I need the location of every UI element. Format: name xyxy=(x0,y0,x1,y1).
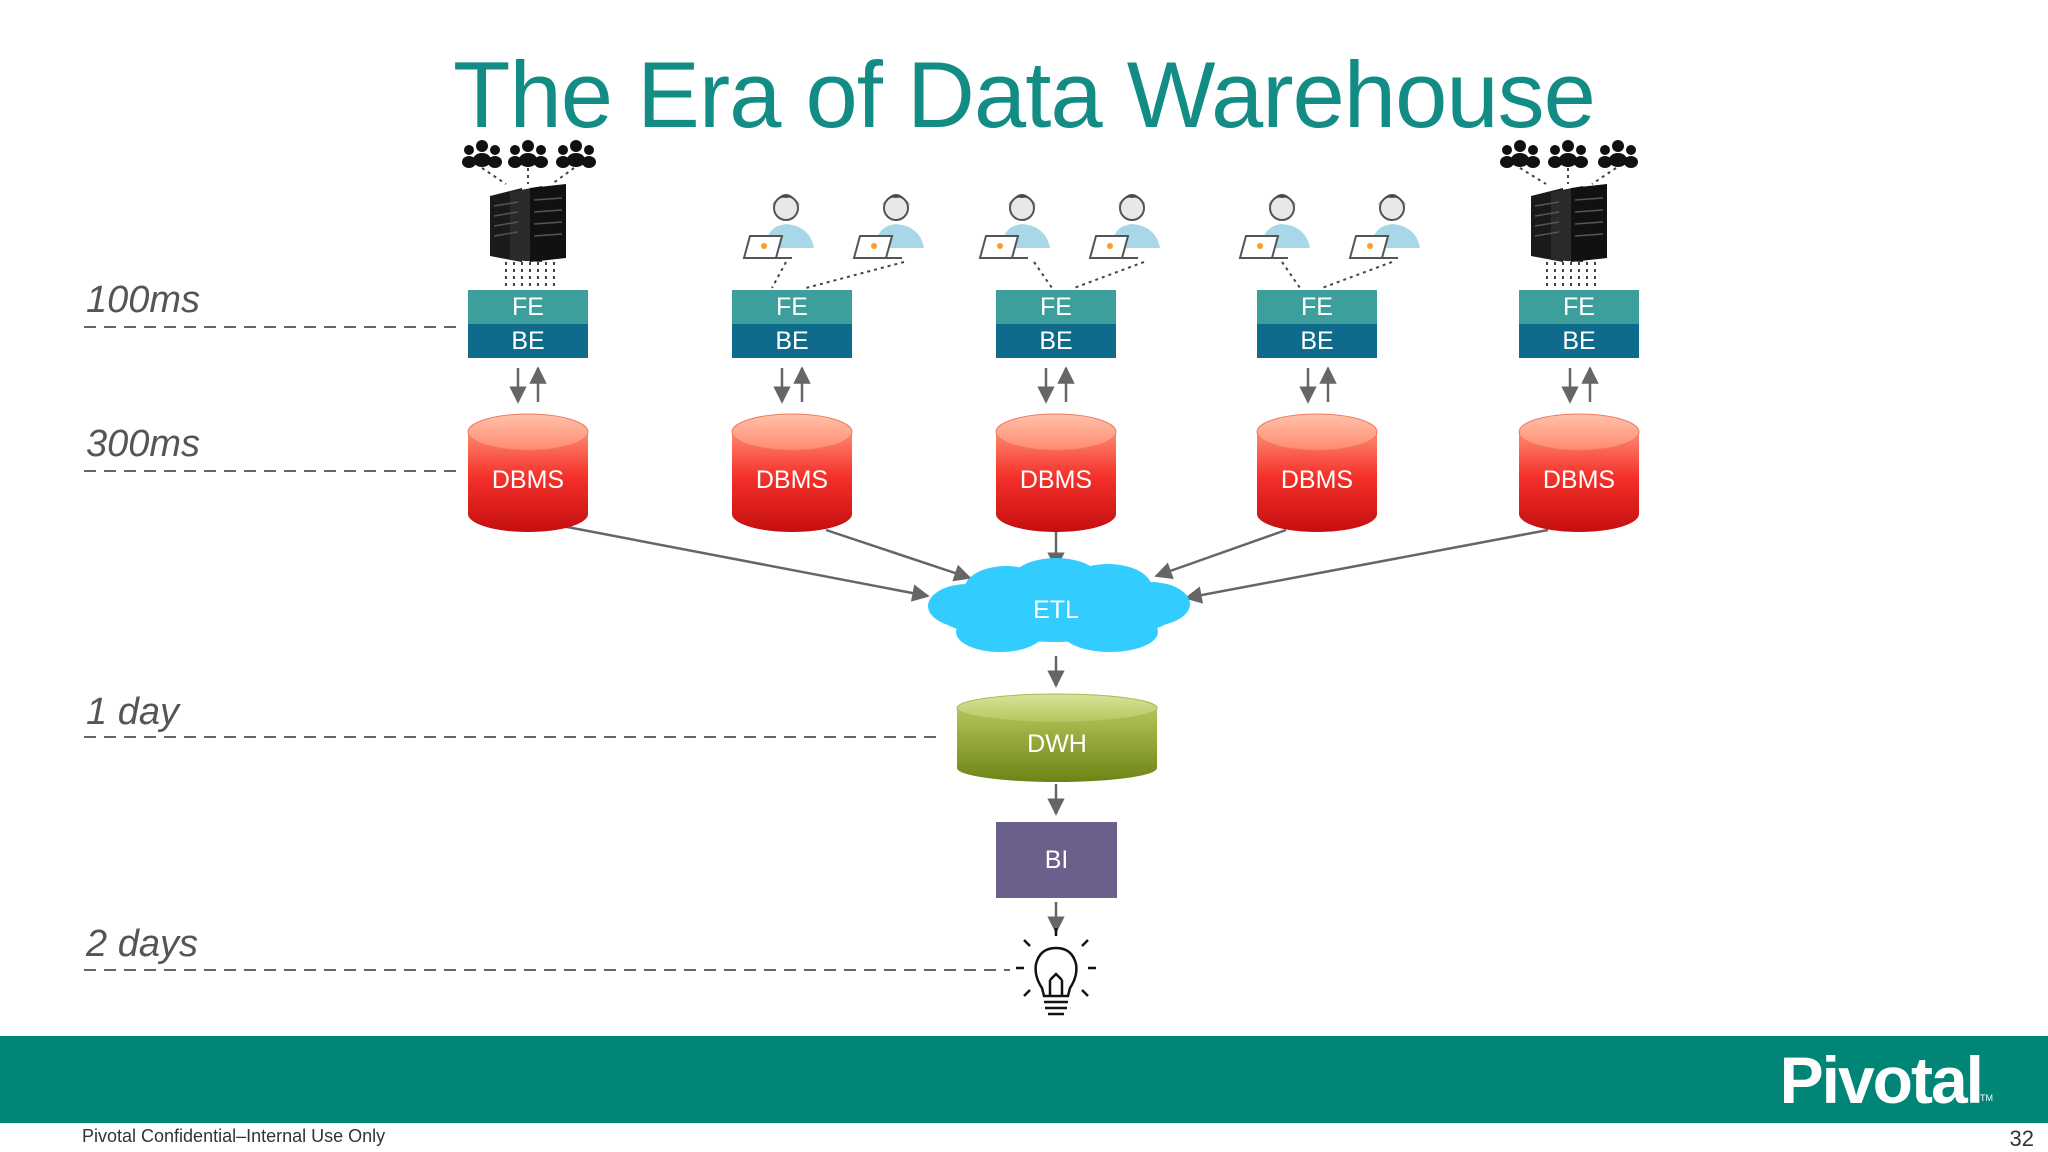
page-number: 32 xyxy=(2009,1126,2034,1151)
latency-label-100ms: 100ms xyxy=(86,279,201,321)
etl-cloud xyxy=(928,558,1190,652)
dwh-cylinder xyxy=(956,693,1158,782)
dbms-label: DBMS xyxy=(1280,466,1354,494)
laptop-user-icon xyxy=(1088,194,1160,259)
fe-box: FE xyxy=(1257,290,1377,324)
bi-box: BI xyxy=(996,822,1117,898)
latency-label-1day: 1 day xyxy=(86,691,179,733)
laptop-user-icon xyxy=(852,194,924,259)
be-box: BE xyxy=(468,324,588,358)
latency-label-300ms: 300ms xyxy=(86,423,201,465)
confidential-notice: Pivotal Confidential–Internal Use Only xyxy=(82,1126,386,1146)
fe-box: FE xyxy=(468,290,588,324)
laptop-user-icon xyxy=(742,194,814,259)
lightbulb-icon xyxy=(1016,928,1096,1016)
pivotal-logo: Pivotal xyxy=(1779,1043,1984,1117)
fe-box: FE xyxy=(732,290,852,324)
laptop-user-icon xyxy=(1238,194,1310,259)
dbms-label: DBMS xyxy=(1019,466,1093,494)
laptop-users xyxy=(742,194,1420,259)
fe-box: FE xyxy=(996,290,1116,324)
dbms-label: DBMS xyxy=(491,466,565,494)
etl-label: ETL xyxy=(1033,596,1079,624)
be-box: BE xyxy=(1257,324,1377,358)
crowd-server-right xyxy=(1500,140,1638,262)
footer-bar xyxy=(0,1036,2048,1123)
laptop-user-icon xyxy=(978,194,1050,259)
latency-label-2days: 2 days xyxy=(86,923,198,965)
slide-title: The Era of Data Warehouse xyxy=(453,42,1596,147)
dbms-label: DBMS xyxy=(755,466,829,494)
be-box: BE xyxy=(996,324,1116,358)
be-box: BE xyxy=(732,324,852,358)
laptop-user-icon xyxy=(1348,194,1420,259)
be-box: BE xyxy=(1519,324,1639,358)
dbms-label: DBMS xyxy=(1542,466,1616,494)
dbms-cylinders xyxy=(467,413,1640,532)
dwh-label: DWH xyxy=(1027,730,1087,758)
fe-box: FE xyxy=(1519,290,1639,324)
logo-trademark: TM xyxy=(1980,1093,1993,1103)
crowd-server-left xyxy=(462,140,596,262)
